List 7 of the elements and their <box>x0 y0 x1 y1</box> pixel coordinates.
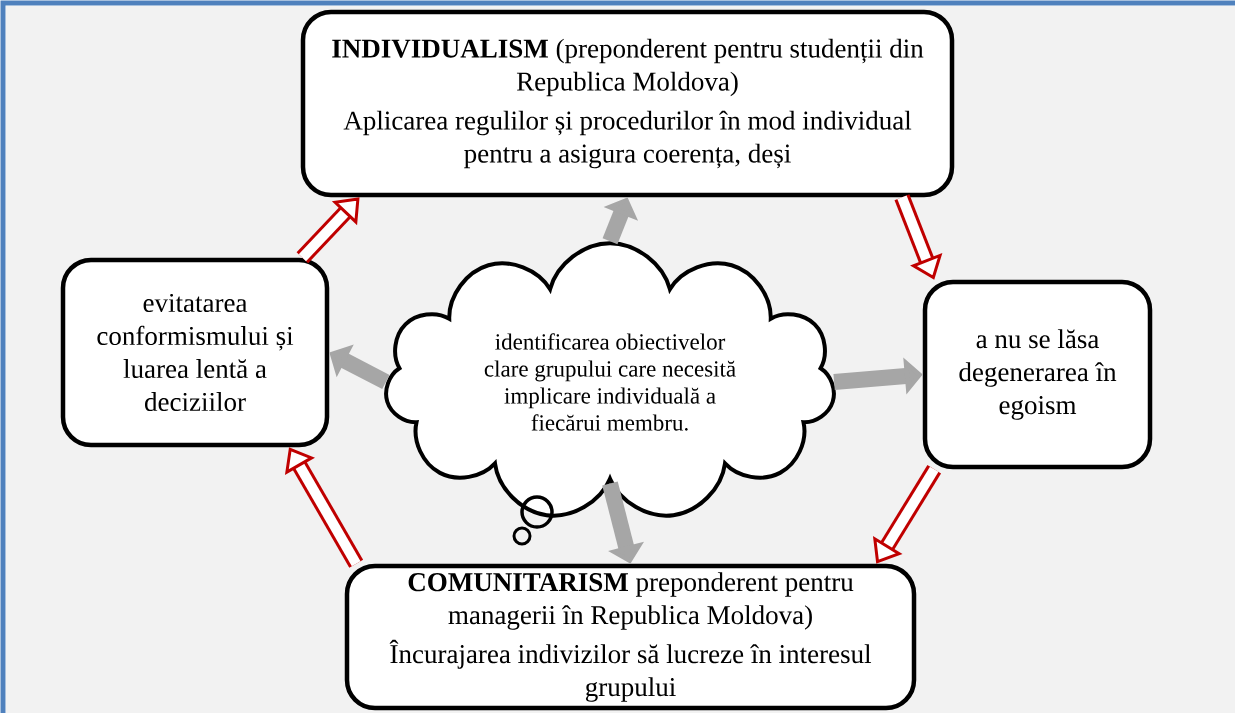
rounded-box: INDIVIDUALISM (preponderent pentru studenții din Republica Moldova) Aplicarea regulilor și procedurilor în mod individual pentru a asigura coerența, deși <box>300 9 955 198</box>
thought-cloud: identificarea obiectivelor clare grupului care necesită implicare individuală a fiecărui membru. <box>384 241 836 546</box>
rounded-box: a nu se lăsa degenerarea în egoism <box>922 279 1153 470</box>
block-arrow <box>296 197 360 264</box>
rounded-box: COMUNITARISM preponderent pentru managerii în Republica Moldova) Încurajarea indivizilor să lucreze în interesul grupului <box>344 563 917 711</box>
rounded-box: evitatarea conformismului și luarea lentă a deciziilor <box>60 257 330 448</box>
block-arrow <box>284 447 364 568</box>
